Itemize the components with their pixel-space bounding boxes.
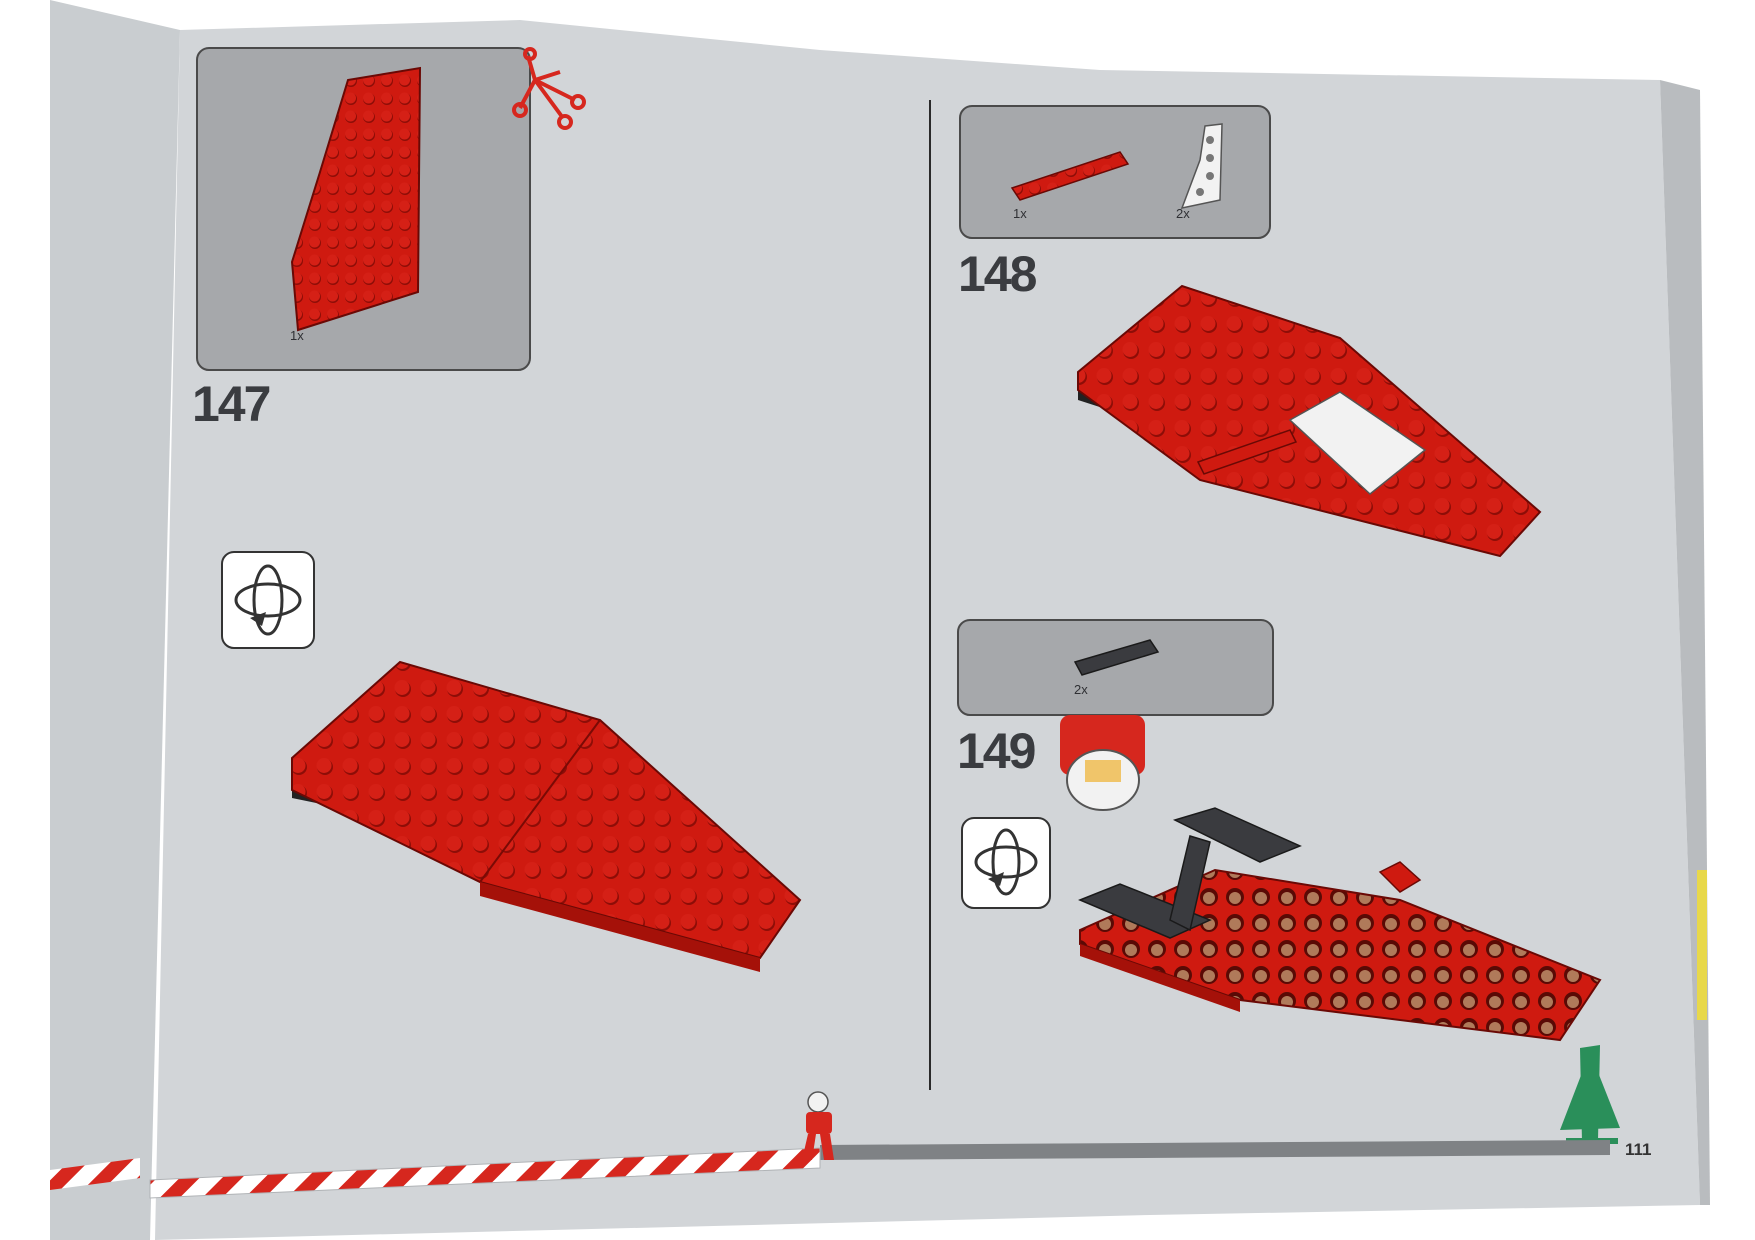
part-dark-plate-1x4 [1073,639,1160,676]
step-147-number: 147 [192,376,271,432]
step-149-parts-box [957,619,1274,716]
red-burst-icon [512,47,586,130]
step-148-part2-qty: 2x [1176,206,1190,221]
left-page-edge [50,0,180,1240]
part-white-wedge-plate [1180,123,1223,210]
step-148-parts-box [959,105,1271,239]
step-148-model [1077,284,1542,558]
page-number: 111 [1625,1140,1652,1159]
step-147-part-qty: 1x [290,328,304,343]
dark-bar-2 [1172,807,1302,863]
step-148-part1-qty: 1x [1013,206,1027,221]
rotate-model-icon-149 [961,817,1051,909]
step-149-model [1078,807,1602,1042]
white-plate [1288,391,1427,495]
step-149-part-qty: 2x [1074,682,1088,697]
step-149-number: 149 [957,723,1036,779]
walking-minifigure [802,1091,834,1160]
part-red-wedge-plate [290,66,422,332]
step-147-parts-box [196,47,531,371]
pilot-minifigure [1060,715,1145,811]
step-147-model [291,660,802,972]
yellow-tab [1697,870,1707,1020]
rotate-model-icon [221,551,315,649]
part-red-plate-1x6 [1010,151,1130,201]
bottom-road [50,1140,1610,1199]
step-148-number: 148 [958,246,1037,302]
